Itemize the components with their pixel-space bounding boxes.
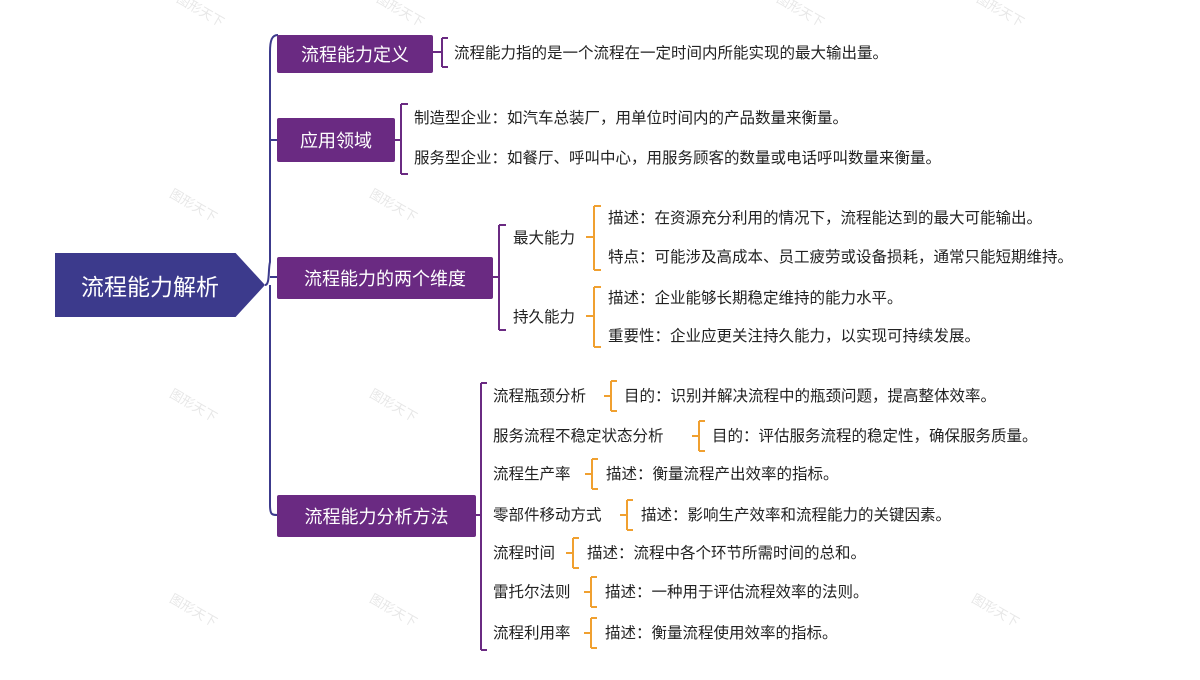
branch-dimensions[interactable]: 流程能力的两个维度 [277,257,493,299]
method-item: 描述：影响生产效率和流程能力的关键因素。 [641,506,952,524]
method-label[interactable]: 流程时间 [493,544,556,562]
spine-connector [269,285,279,516]
definition-connector [433,37,448,68]
max-capacity-connector [586,205,601,271]
sustained-capacity-connector [586,286,601,348]
method-label[interactable]: 雷托尔法则 [493,583,571,601]
method-label[interactable]: 流程瓶颈分析 [493,387,587,405]
dimension-item: 特点：可能涉及高成本、员工疲劳或设备损耗，通常只能短期维持。 [608,248,1074,266]
method-label[interactable]: 服务流程不稳定状态分析 [493,427,664,445]
dimension-item: 描述：在资源充分利用的情况下，流程能达到的最大可能输出。 [608,209,1043,227]
method-label[interactable]: 流程利用率 [493,624,571,642]
dimension-max-capacity[interactable]: 最大能力 [513,229,576,247]
dimension-item: 重要性：企业应更关注持久能力，以实现可持续发展。 [608,327,981,345]
spine-connector [264,34,279,286]
dimensions-connector [493,224,506,331]
dimension-item: 描述：企业能够长期稳定维持的能力水平。 [608,289,903,307]
method-item: 描述：衡量流程使用效率的指标。 [605,624,838,642]
method-label[interactable]: 流程生产率 [493,465,571,483]
application-connector [395,103,408,175]
method-item: 描述：流程中各个环节所需时间的总和。 [587,544,867,562]
methods-connector [476,382,487,651]
application-item: 制造型企业：如汽车总装厂，用单位时间内的产品数量来衡量。 [414,109,849,127]
dimension-sustained-capacity[interactable]: 持久能力 [513,308,576,326]
root-node[interactable]: 流程能力解析 [55,253,265,317]
branch-methods[interactable]: 流程能力分析方法 [277,495,476,537]
definition-text: 流程能力指的是一个流程在一定时间内所能实现的最大输出量。 [454,44,889,62]
method-item: 描述：衡量流程产出效率的指标。 [606,465,839,483]
method-item: 目的：评估服务流程的稳定性，确保服务质量。 [712,427,1038,445]
branch-application[interactable]: 应用领域 [277,118,395,162]
method-item: 描述：一种用于评估流程效率的法则。 [605,583,869,601]
branch-definition[interactable]: 流程能力定义 [277,35,433,73]
application-item: 服务型企业：如餐厅、呼叫中心，用服务顾客的数量或电话呼叫数量来衡量。 [414,149,942,167]
method-label[interactable]: 零部件移动方式 [493,506,602,524]
method-item: 目的：识别并解决流程中的瓶颈问题，提高整体效率。 [624,387,997,405]
